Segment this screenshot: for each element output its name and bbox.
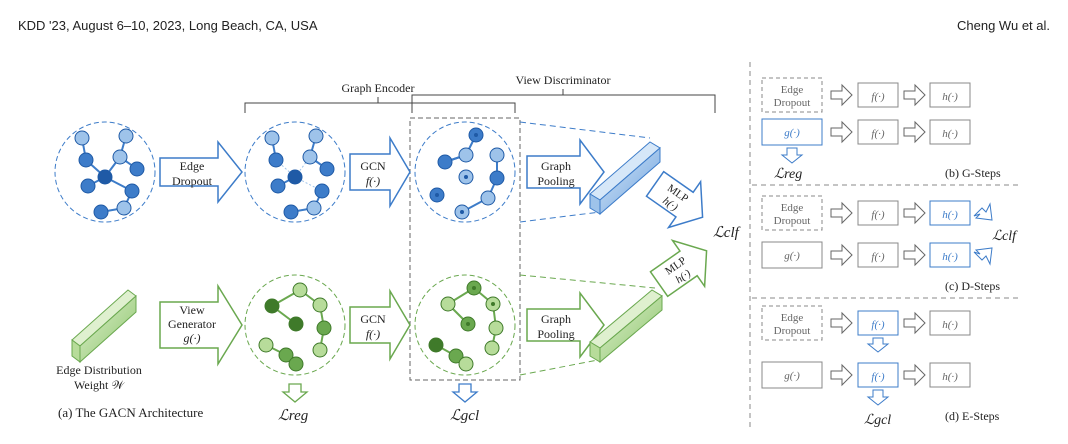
header-venue: KDD '23, August 6–10, 2023, Long Beach, … <box>18 18 318 33</box>
dropped-graph <box>244 121 346 223</box>
e-steps-dropout-line1: Edge <box>781 312 804 324</box>
gcn-fn-bottom: f(·) <box>366 327 380 341</box>
gcn-label-top: GCN <box>360 159 386 173</box>
mlp-arrow-top: MLP h(·) <box>645 170 704 229</box>
e-steps-h-bottom: h(·) <box>942 371 958 383</box>
shared-encoder-box <box>409 117 521 381</box>
d-steps-h-bottom: h(·) <box>942 251 958 263</box>
g-steps-dropout-line2: Dropout <box>774 97 811 109</box>
caption-c: (c) D-Steps <box>945 279 1000 293</box>
input-graph <box>54 121 156 223</box>
d-steps-f-top: f(·) <box>871 209 884 221</box>
view-generator-arrow: View Generator g(·) <box>159 283 243 367</box>
g-steps-dropout-line1: Edge <box>781 84 804 96</box>
edge-distribution-bar <box>71 289 137 364</box>
g-steps-g: g(·) <box>784 127 800 139</box>
e-steps-h-top: h(·) <box>942 319 958 331</box>
graph-pooling-top-line1: Graph <box>541 159 571 173</box>
edge-dist-line2: Weight 𝒲 <box>74 378 125 392</box>
d-steps-f-bottom: f(·) <box>871 251 884 263</box>
mlp-arrow-bottom: MLP h(·) <box>649 239 708 298</box>
graph-pooling-bottom-line2: Pooling <box>537 327 574 341</box>
d-steps-h-top: h(·) <box>942 209 958 221</box>
encoded-graph-green <box>414 274 516 376</box>
view-generator-line1: View <box>179 303 205 317</box>
gcl-down-arrow <box>451 383 479 403</box>
e-steps-f-top: f(·) <box>871 319 884 331</box>
g-steps-h-bottom: h(·) <box>942 128 958 140</box>
graph-pooling-bottom-line1: Graph <box>541 312 571 326</box>
projection-lines-green <box>519 274 656 376</box>
graph-pooling-top-line2: Pooling <box>537 174 574 188</box>
e-steps-dropout-line2: Dropout <box>774 325 811 337</box>
edge-dist-line1: Edge Distribution <box>56 363 142 377</box>
panel-e-steps: Edge Dropout f(·) h(·) g(·) f(·) h(·) ℒg… <box>761 305 1000 428</box>
gcn-fn-top: f(·) <box>366 174 380 188</box>
panel-d-steps: Edge Dropout f(·) h(·) g(·) f(·) h(·) ℒc… <box>761 195 1018 293</box>
panel-g-steps: Edge Dropout f(·) h(·) g(·) f(·) h(·) ℒr… <box>761 77 1001 182</box>
loss-gcl-label: ℒgcl <box>450 408 479 424</box>
edge-dropout-arrow: Edge Dropout <box>159 139 243 205</box>
g-steps-loss: ℒreg <box>774 167 802 182</box>
g-steps-f-bottom: f(·) <box>871 128 884 140</box>
e-steps-loss: ℒgcl <box>864 413 891 428</box>
loss-reg-label: ℒreg <box>278 408 309 424</box>
reg-down-arrow <box>281 383 309 403</box>
green-embedding-bar <box>589 289 663 364</box>
projection-lines-blue <box>519 121 651 223</box>
e-steps-g: g(·) <box>784 370 800 382</box>
header-authors: Cheng Wu et al. <box>957 18 1050 33</box>
g-steps-h-top: h(·) <box>942 91 958 103</box>
blue-embedding-bar <box>589 141 661 216</box>
loss-clf-label: ℒclf <box>713 225 741 241</box>
caption-b: (b) G-Steps <box>945 166 1001 180</box>
view-generator-line2: Generator <box>168 317 216 331</box>
gcn-arrow-top: GCN f(·) <box>349 135 411 209</box>
caption-a: (a) The GACN Architecture <box>58 405 203 420</box>
graph-pooling-arrow-top: Graph Pooling <box>526 137 605 207</box>
view-discriminator-label: View Discriminator <box>516 73 611 87</box>
caption-d: (d) E-Steps <box>945 409 1000 423</box>
gcn-label-bottom: GCN <box>360 312 386 326</box>
panel-dividers <box>749 62 1018 430</box>
d-steps-dropout-line1: Edge <box>781 202 804 214</box>
edge-dropout-line2: Dropout <box>172 174 213 188</box>
d-steps-dropout-line2: Dropout <box>774 215 811 227</box>
gcn-arrow-bottom: GCN f(·) <box>349 288 411 362</box>
generated-graph <box>244 274 346 376</box>
graph-pooling-arrow-bottom: Graph Pooling <box>526 290 605 360</box>
g-steps-f-top: f(·) <box>871 91 884 103</box>
d-steps-g: g(·) <box>784 250 800 262</box>
graph-encoder-brace <box>244 97 516 113</box>
e-steps-f-bottom: f(·) <box>871 371 884 383</box>
edge-dropout-line1: Edge <box>180 159 205 173</box>
view-discriminator-brace <box>411 89 716 113</box>
encoded-graph-blue <box>414 121 516 223</box>
d-steps-loss: ℒclf <box>992 229 1018 244</box>
view-generator-fn: g(·) <box>184 331 201 345</box>
graph-encoder-label: Graph Encoder <box>342 81 415 95</box>
